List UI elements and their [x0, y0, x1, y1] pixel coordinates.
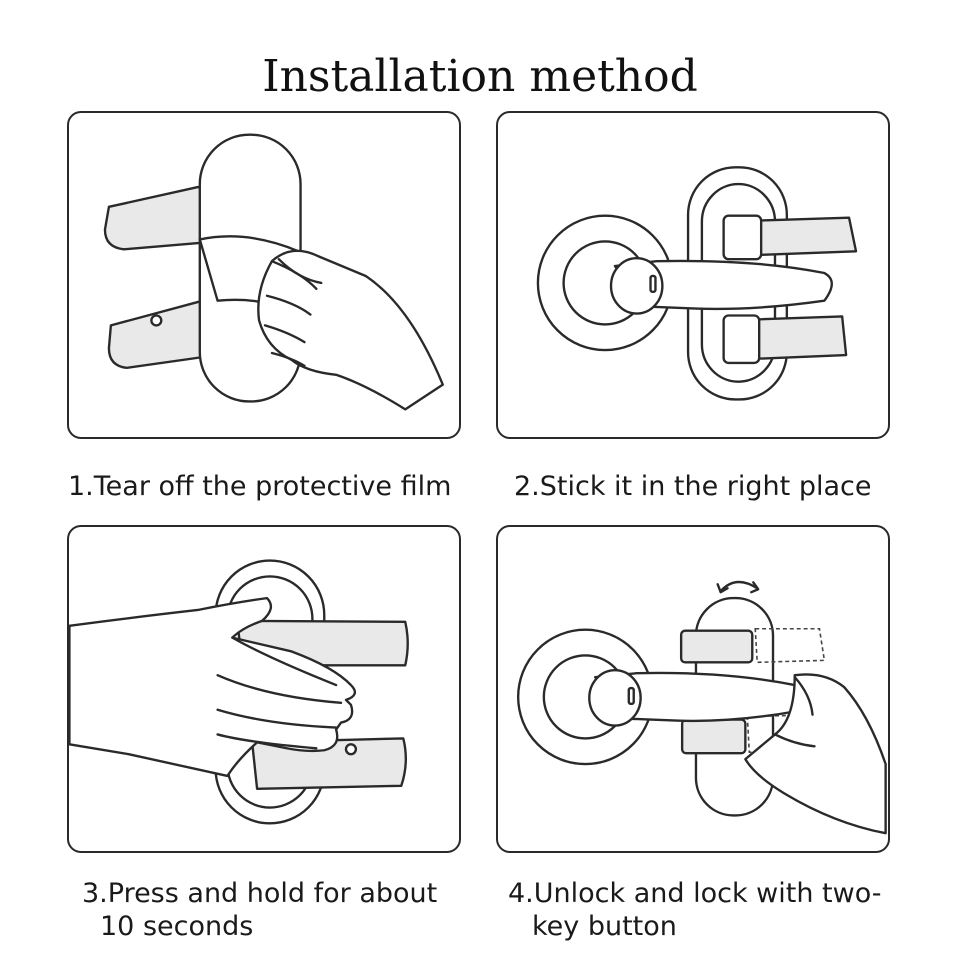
tear-film-drawing: [103, 133, 444, 411]
lock-lower-arm: [250, 737, 407, 790]
lock-screw-hole: [150, 314, 163, 327]
step-1-text: 1.Tear off the protective film: [68, 471, 452, 502]
hand: [744, 673, 887, 835]
dashed-outline: [754, 627, 826, 664]
press-hold-drawing: [69, 559, 409, 825]
door-lever: [613, 259, 833, 311]
lock-upper-button: [679, 629, 754, 664]
step-4-text-line1: 4.Unlock and lock with two-: [508, 878, 882, 909]
step-3-caption: 3.Press and hold for about 10 seconds: [82, 877, 437, 943]
step-4-illustration: [496, 525, 890, 853]
step-2-text: 2.Stick it in the right place: [514, 471, 872, 502]
step-3-text-line1: 3.Press and hold for about: [82, 878, 438, 909]
step-1-caption: 1.Tear off the protective film: [68, 470, 451, 503]
page-title: Installation method: [262, 51, 698, 103]
step-2-illustration: [496, 111, 890, 439]
step-2-caption: 2.Stick it in the right place: [514, 470, 871, 503]
hand: [257, 249, 444, 411]
lock-lower-button: [680, 718, 747, 755]
unlock-lock-drawing: [516, 580, 887, 835]
step-3-illustration: [67, 525, 461, 853]
step-4-caption: 4.Unlock and lock with two- key button: [508, 877, 881, 943]
step-3-text-line2: 10 seconds: [100, 911, 254, 942]
hand: [69, 596, 357, 778]
stick-lock-drawing: [536, 166, 858, 401]
step-1-illustration: [67, 111, 461, 439]
keyhole: [649, 274, 657, 293]
rotate-arrow-icon: [719, 580, 759, 593]
keyhole: [627, 686, 635, 706]
step-4-text-line2: key button: [532, 911, 677, 942]
